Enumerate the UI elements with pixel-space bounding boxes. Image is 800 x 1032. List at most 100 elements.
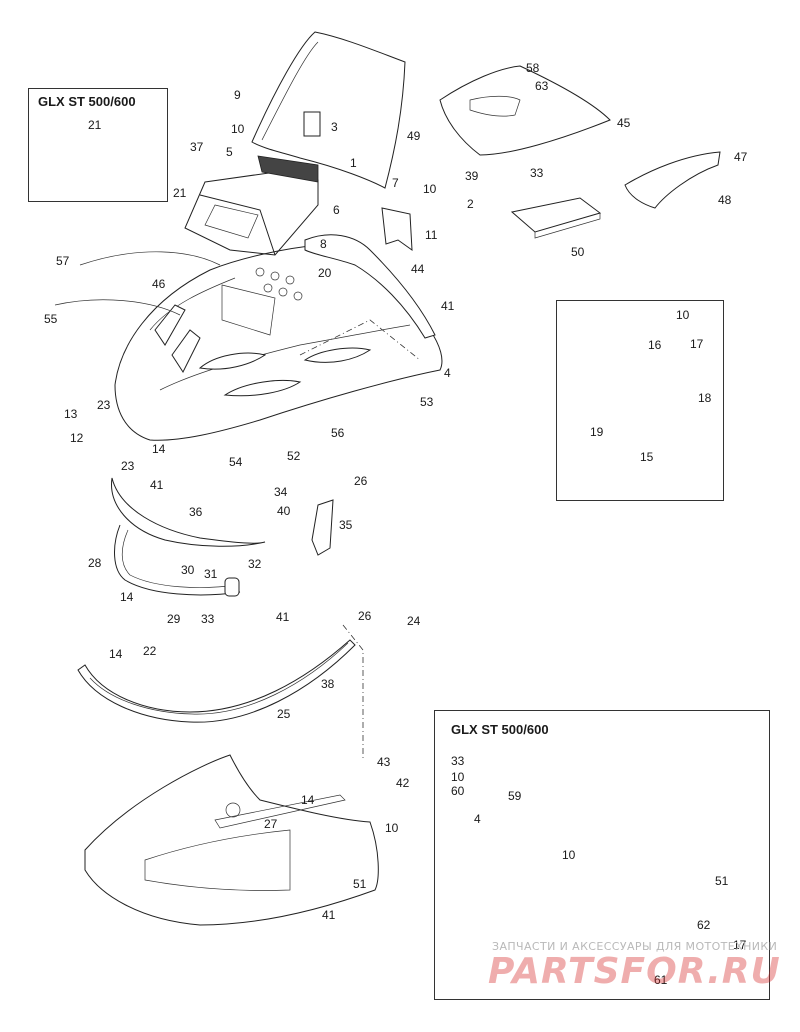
callout-56: 56 (331, 426, 345, 440)
callout-59: 59 (508, 789, 522, 803)
callout-60: 60 (451, 784, 465, 798)
callout-10: 10 (385, 821, 399, 835)
callout-10: 10 (676, 308, 690, 322)
callout-29: 29 (167, 612, 181, 626)
callout-17: 17 (690, 337, 704, 351)
callout-1: 1 (350, 156, 357, 170)
callout-4: 4 (444, 366, 451, 380)
callout-37: 37 (190, 140, 204, 154)
callout-31: 31 (204, 567, 218, 581)
callout-10: 10 (423, 182, 437, 196)
callout-39: 39 (465, 169, 479, 183)
callout-2: 2 (467, 197, 474, 211)
callout-14: 14 (120, 590, 134, 604)
callout-42: 42 (396, 776, 410, 790)
callout-55: 55 (44, 312, 58, 326)
hood-shell (114, 244, 443, 441)
callout-25: 25 (277, 707, 291, 721)
callout-34: 34 (274, 485, 288, 499)
callout-61: 61 (654, 973, 668, 987)
callout-33: 33 (451, 754, 465, 768)
callout-41: 41 (441, 299, 455, 313)
callout-38: 38 (321, 677, 335, 691)
callout-36: 36 (189, 505, 203, 519)
callout-26: 26 (358, 609, 372, 623)
callout-24: 24 (407, 614, 421, 628)
side-panel (304, 234, 436, 339)
front-bumper (77, 639, 356, 723)
callout-7: 7 (392, 176, 399, 190)
callout-35: 35 (339, 518, 353, 532)
inset-title: GLX ST 500/600 (451, 722, 549, 737)
callout-51: 51 (353, 877, 367, 891)
callout-9: 9 (234, 88, 241, 102)
callout-14: 14 (152, 442, 166, 456)
callout-52: 52 (287, 449, 301, 463)
callout-32: 32 (248, 557, 262, 571)
callout-14: 14 (301, 793, 315, 807)
callout-21: 21 (88, 118, 102, 132)
callout-20: 20 (318, 266, 332, 280)
bumper-frame (114, 524, 241, 596)
callout-53: 53 (420, 395, 434, 409)
callout-14: 14 (109, 647, 123, 661)
callout-43: 43 (377, 755, 391, 769)
callout-12: 12 (70, 431, 84, 445)
callout-15: 15 (640, 450, 654, 464)
callout-10: 10 (562, 848, 576, 862)
callout-50: 50 (571, 245, 585, 259)
callout-4: 4 (474, 812, 481, 826)
callout-19: 19 (590, 425, 604, 439)
callout-16: 16 (648, 338, 662, 352)
inset-title: GLX ST 500/600 (38, 94, 136, 109)
callout-27: 27 (264, 817, 278, 831)
inset-right-parts (556, 300, 724, 501)
callout-41: 41 (150, 478, 164, 492)
callout-28: 28 (88, 556, 102, 570)
callout-57: 57 (56, 254, 70, 268)
callout-3: 3 (331, 120, 338, 134)
console-housing (184, 169, 319, 256)
callout-46: 46 (152, 277, 166, 291)
callout-10: 10 (231, 122, 245, 136)
callout-11: 11 (425, 228, 438, 242)
callout-41: 41 (276, 610, 290, 624)
callout-13: 13 (64, 407, 78, 421)
callout-54: 54 (229, 455, 243, 469)
watermark-logo: PARTSFOR.RU (488, 951, 781, 992)
callout-22: 22 (143, 644, 157, 658)
storage-cover (439, 65, 611, 156)
callout-5: 5 (226, 145, 233, 159)
watermark-caption: ЗАПЧАСТИ И АКСЕССУАРЫ ДЛЯ МОТОТЕХНИКИ (492, 940, 778, 953)
callout-33: 33 (530, 166, 544, 180)
callout-58: 58 (526, 61, 540, 75)
callout-44: 44 (411, 262, 425, 276)
inset-top-left: GLX ST 500/600 (28, 88, 168, 202)
callout-17: 17 (733, 938, 747, 952)
bumper-bracket (111, 477, 266, 547)
callout-49: 49 (407, 129, 421, 143)
callout-30: 30 (181, 563, 195, 577)
callout-21: 21 (173, 186, 187, 200)
callout-10: 10 (451, 770, 465, 784)
callout-26: 26 (354, 474, 368, 488)
windshield (251, 31, 406, 189)
callout-45: 45 (617, 116, 631, 130)
callout-51: 51 (715, 874, 729, 888)
rear-guard (624, 151, 721, 209)
foam-pad (510, 197, 602, 233)
callout-18: 18 (698, 391, 712, 405)
callout-6: 6 (333, 203, 340, 217)
belly-pan (84, 754, 379, 926)
callout-40: 40 (277, 504, 291, 518)
inset-bottom-right: GLX ST 500/600 (434, 710, 770, 1000)
callout-23: 23 (97, 398, 111, 412)
callout-48: 48 (718, 193, 732, 207)
callout-33: 33 (201, 612, 215, 626)
callout-62: 62 (697, 918, 711, 932)
callout-63: 63 (535, 79, 549, 93)
callout-47: 47 (734, 150, 748, 164)
callout-23: 23 (121, 459, 135, 473)
callout-41: 41 (322, 908, 336, 922)
